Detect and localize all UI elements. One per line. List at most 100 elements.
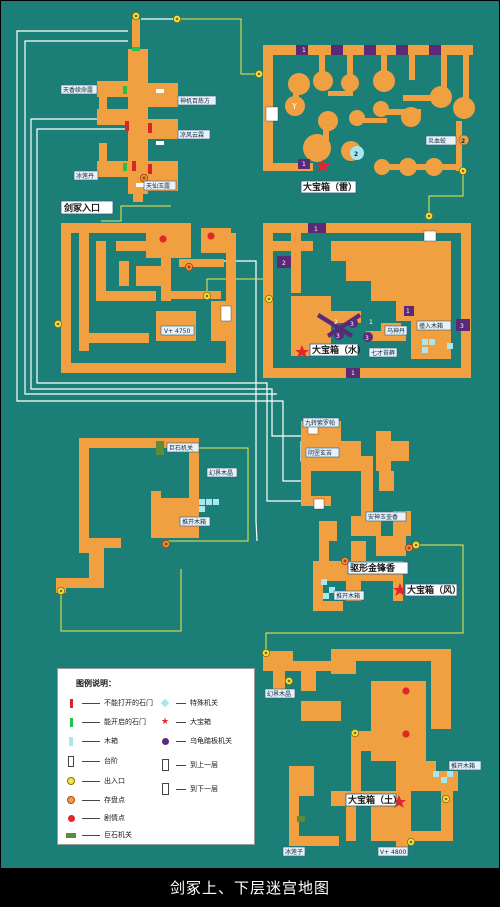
up-floor-icon — [158, 759, 172, 771]
treasure-water — [295, 345, 309, 358]
label-box — [347, 561, 409, 575]
boulder-mech — [156, 441, 164, 455]
label-box — [425, 135, 457, 146]
label-box — [309, 343, 359, 357]
v1-label: V+ 4750 — [164, 328, 190, 335]
legend-item: 巨石机关 — [64, 829, 132, 841]
legend-item: 不能打开的石门 — [64, 697, 153, 709]
legend-item: 到上一层 — [158, 759, 218, 771]
treasure-water-label: 大宝箱（水） — [312, 344, 366, 356]
entrance-label[interactable]: 剑冢入口 — [63, 202, 100, 214]
mech-number: 1 — [302, 47, 306, 54]
bingliandan2-label: 冰莲子 — [285, 848, 303, 856]
label-box — [368, 347, 398, 358]
turtle-pedal-icon — [158, 735, 172, 747]
label-box — [177, 129, 211, 140]
liangfeng-label: 凉风云霖 — [180, 131, 204, 139]
legend-item: 出入口 — [64, 775, 125, 787]
treasure-thunder-label: 大宝箱（雷） — [303, 181, 357, 193]
mech-number: 2 — [461, 138, 465, 145]
wushen-label: 乌神丹 — [387, 327, 405, 335]
tuijin3-label: 推开木箱 — [451, 762, 475, 770]
label-box — [282, 846, 306, 857]
yanxuejiao-label: 炎血蛟 — [428, 137, 446, 145]
drama-point-icon — [64, 812, 78, 824]
legend-item: 特殊机关 — [158, 697, 218, 709]
label-box — [302, 417, 340, 428]
earth-maze — [263, 649, 458, 851]
tianxiang-label: 天香续命露 — [63, 86, 93, 94]
mech-number: 1 — [314, 226, 318, 233]
label-box — [179, 516, 211, 527]
mech-number: 1 — [406, 308, 410, 315]
shenglong-label: 七才苔藓 — [371, 349, 395, 357]
label-box — [143, 180, 177, 191]
treasure-thunder — [316, 159, 330, 172]
treasure-star-icon: ★ — [160, 717, 170, 727]
label-box — [300, 180, 357, 194]
label-box — [345, 793, 397, 807]
legend-item: 能开启的石门 — [64, 716, 146, 728]
label-box — [377, 846, 409, 857]
yellow-route-lines — [60, 18, 464, 653]
legend-item: 台阶 — [64, 755, 118, 767]
special-mech-icon — [158, 697, 172, 709]
mech-number: 2 — [282, 260, 286, 267]
water-mechs — [277, 223, 470, 378]
label-box — [448, 760, 482, 771]
legend-title: 图例说明： — [76, 679, 116, 688]
lower-left-chests — [199, 499, 219, 512]
mech-number: 2 — [354, 151, 358, 158]
wooden-box-icon — [64, 735, 78, 747]
mech-number: 2 — [334, 319, 338, 326]
stairs — [220, 305, 232, 322]
shenglong-box-label: 撞入木箱 — [419, 322, 443, 330]
tower-rooms — [97, 19, 178, 202]
jushi-label: 巨石机关 — [169, 444, 193, 452]
locked-door-icon — [64, 697, 78, 709]
mech-number: 3 — [460, 323, 464, 330]
wind-items — [307, 423, 335, 599]
label-box — [60, 84, 98, 95]
shenji-label: 神机百炼方 — [180, 97, 210, 105]
v2-label: V+ 4800 — [380, 849, 406, 856]
tower-doors — [123, 47, 164, 187]
lower-left-rooms — [56, 438, 199, 593]
legend-item: 到下一层 — [158, 783, 218, 795]
label-box — [305, 447, 340, 458]
legend-panel: 图例说明： 不能打开的石门 能开启的石门 木箱 出入口 存盘点 剧情点 巨石机关 — [57, 668, 255, 845]
thunder-maze-mechs — [265, 45, 470, 169]
quxing-label: 驱形金锋香 — [350, 562, 396, 574]
label-box — [73, 170, 99, 181]
treasure-wind-label: 大宝箱（风） — [407, 584, 461, 596]
tuijin1-label: 推开木箱 — [182, 518, 206, 526]
mech-number: 3 — [336, 333, 340, 340]
map-canvas: 1 1 2 2 Y 炎血蛟 大宝箱（雷） — [16, 11, 482, 857]
anzheng-label: 安神玉壶香 — [368, 513, 398, 521]
label-box — [264, 688, 296, 699]
legend-item: 乌龟踏板机关 — [158, 735, 232, 747]
mech-number: 3 — [350, 321, 354, 328]
exit-icon — [64, 775, 78, 787]
maze-letter-y: Y — [291, 102, 297, 111]
huanjing1-label: 幻界木晶 — [209, 469, 233, 477]
earth-items — [297, 771, 453, 822]
label-box — [365, 511, 407, 522]
open-door-icon — [64, 716, 78, 728]
legend-item: ★ 大宝箱 — [158, 716, 211, 728]
label-box — [160, 325, 195, 336]
legend-item: 存盘点 — [64, 794, 125, 806]
stairs-icon — [64, 755, 78, 767]
label-box — [404, 583, 458, 597]
boulder-icon — [64, 829, 78, 841]
label-box — [177, 95, 217, 106]
mech-number: 3 — [365, 335, 369, 342]
down-floor-icon — [158, 783, 172, 795]
legend-item: 木箱 — [64, 735, 118, 747]
mech-number: 1 — [351, 370, 355, 377]
qianjiejin-label: 阴罡玄苦 — [308, 449, 332, 457]
white-path-lines — [16, 18, 321, 542]
bingliandan-label: 冰莲丹 — [76, 172, 94, 180]
mech-number: 1 — [302, 161, 306, 168]
